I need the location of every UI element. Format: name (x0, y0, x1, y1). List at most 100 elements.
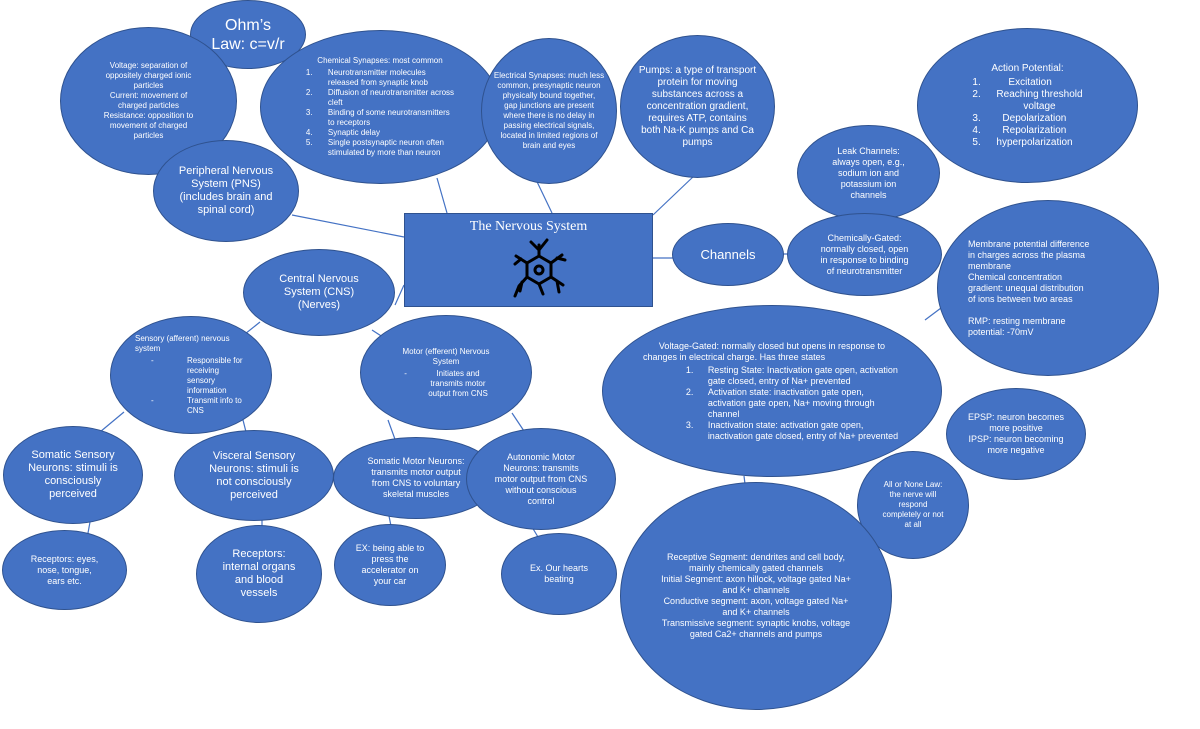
node-line: IPSP: neuron becoming (968, 434, 1064, 444)
node-line: beating (544, 574, 574, 584)
ohms-law-title: Ohm’s (225, 16, 271, 34)
node-line: where there is no delay in (503, 111, 595, 120)
node-line: gated Ca2+ channels and pumps (689, 629, 823, 639)
node-line: Chemical concentration (968, 271, 1063, 282)
chemical-synapses-title: Chemical Synapses: most common (317, 56, 443, 65)
list-item: 3.Depolarization (972, 112, 1067, 124)
membrane-potential-node: Membrane potential difference in charges… (937, 200, 1159, 376)
node-line: particles (133, 131, 164, 140)
connector (87, 521, 91, 534)
list-item: 1.Resting State: Inactivation gate open,… (685, 364, 898, 386)
node-line: sodium ion and (837, 167, 900, 178)
ohms-law-formula: Law: c=v/r (211, 35, 285, 53)
node-line: perceived (230, 488, 278, 501)
list-item: 4.Repolarization (972, 124, 1067, 136)
node-line: Membrane potential difference (968, 238, 1090, 249)
connector (291, 214, 405, 238)
node-line: mainly chemically gated channels (688, 563, 824, 573)
node-line: more positive (989, 423, 1043, 433)
epsp-ipsp-node: EPSP: neuron becomes more positive IPSP:… (946, 388, 1086, 480)
channels-label: Channels (700, 247, 756, 262)
connector (99, 411, 125, 433)
node-line: Peripheral Nervous (178, 165, 274, 177)
node-line: located in limited regions of (500, 131, 598, 140)
node-line: common, presynaptic neuron (497, 81, 601, 90)
connector (436, 177, 448, 214)
node-line: Pumps: a type of transport (638, 64, 757, 76)
node-line: (Nerves) (297, 299, 341, 311)
node-line: EPSP: neuron becomes (967, 412, 1065, 422)
node-line: All or None Law: (883, 480, 943, 489)
sensory-nervous-system-node: Sensory (afferent) nervous system -Respo… (110, 316, 272, 434)
node-line: and K+ channels (722, 585, 790, 595)
action-potential-node: Action Potential: 1.Excitation 2.Reachin… (917, 28, 1138, 183)
node-line: motor output from CNS (494, 473, 588, 484)
example-accelerator-node: EX: being able to press the accelerator … (334, 524, 446, 606)
node-line: concentration gradient, (646, 100, 749, 112)
node-line: Transmissive segment: synaptic knobs, vo… (661, 618, 851, 628)
node-line: system (135, 344, 161, 353)
page-title: The Nervous System (469, 219, 588, 234)
node-line: Voltage: separation of (109, 61, 188, 70)
node-line: press the (371, 554, 409, 564)
node-line: Sensory (afferent) nervous (135, 334, 230, 343)
list-item: 2.Activation state: inactivation gate op… (685, 386, 875, 419)
list-item: 5.hyperpolarization (972, 136, 1073, 148)
pumps-node: Pumps: a type of transport protein for m… (620, 35, 775, 178)
node-line: normally closed, open (820, 243, 909, 254)
action-potential-title: Action Potential: (991, 62, 1064, 74)
motor-nervous-system-node: Motor (efferent) Nervous System -Initiat… (360, 315, 532, 430)
node-line: completely or not (882, 510, 944, 519)
receptors-internal-node: Receptors: internal organs and blood ves… (196, 525, 322, 623)
node-line: more negative (987, 445, 1045, 455)
node-line: Voltage-Gated: normally closed but opens… (658, 340, 886, 351)
node-line: oppositely charged ionic (105, 71, 192, 80)
node-line: in charges across the plasma (968, 249, 1086, 260)
node-line: charged particles (118, 101, 179, 110)
node-line: particles (133, 81, 164, 90)
node-line: the nerve will (889, 490, 937, 499)
node-line: skeletal muscles (382, 489, 450, 499)
node-line: vessels (240, 587, 278, 599)
node-line: consciously (44, 475, 102, 487)
node-line: spinal cord) (197, 204, 255, 216)
voltage-gated-node: Voltage-Gated: normally closed but opens… (602, 305, 942, 477)
central-nervous-system-node: Central Nervous System (CNS) (Nerves) (243, 249, 395, 336)
chemically-gated-node: Chemically-Gated: normally closed, open … (787, 213, 942, 296)
node-line: transmits motor output (371, 467, 461, 477)
node-line: both Na-K pumps and Ca (641, 124, 754, 136)
node-line: System (432, 356, 460, 366)
node-line: Neurons: stimuli is (209, 462, 299, 475)
node-line: potassium ion (840, 178, 897, 189)
node-line: from CNS to voluntary (371, 478, 461, 488)
connector (652, 174, 696, 216)
neuron-icon (513, 238, 567, 298)
node-line: Somatic Sensory (31, 449, 115, 461)
list-item: 4.Synaptic delay (305, 128, 380, 137)
node-line: potential: -70mV (968, 326, 1034, 337)
node-line: System (CNS) (283, 286, 355, 298)
node-line: of ions between two areas (968, 293, 1073, 304)
node-line: (includes brain and (179, 191, 273, 203)
node-line: brain and eyes (522, 141, 576, 150)
node-line: RMP: resting membrane (968, 315, 1066, 326)
node-line: perceived (49, 488, 97, 500)
node-line: Visceral Sensory (212, 449, 296, 462)
node-line: EX: being able to (355, 543, 425, 553)
node-line: Receptive Segment: dendrites and cell bo… (667, 552, 845, 562)
node-line: protein for moving (657, 76, 738, 88)
node-line: changes in electrical charge. Has three … (643, 351, 826, 362)
node-line: accelerator on (361, 565, 419, 575)
node-line: at all (904, 520, 922, 529)
node-line: Central Nervous (279, 273, 359, 285)
node-line: your car (373, 576, 407, 586)
